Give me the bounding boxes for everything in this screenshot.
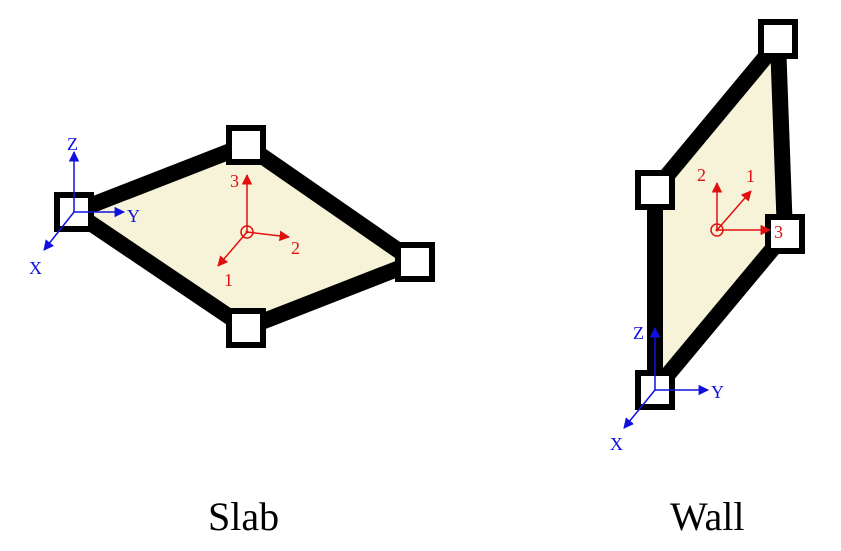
wall-global-axes: Z Y X <box>610 323 724 454</box>
wall-global-x-label: X <box>610 434 623 454</box>
slab-global-y-label: Y <box>127 206 140 226</box>
wall-panel <box>655 42 785 390</box>
wall-caption: Wall <box>670 494 745 539</box>
wall-node-left <box>635 170 675 210</box>
wall-global-x-arrow <box>623 389 656 429</box>
wall-local-1-arrow <box>716 190 752 231</box>
slab-panel <box>74 145 415 328</box>
slab-node-bottom <box>226 308 266 348</box>
slab-caption: Slab <box>208 494 279 539</box>
slab-local-2-arrow <box>246 230 291 242</box>
slab-global-axes: Z Y X <box>29 134 140 278</box>
slab-global-x-arrow <box>43 211 75 251</box>
wall-local-2-label: 2 <box>697 165 706 185</box>
wall-figure: Z Y X 2 1 3 Wall <box>610 19 805 539</box>
slab-local-2-label: 2 <box>291 238 300 258</box>
slab-node-right <box>395 242 435 282</box>
wall-local-3-label: 3 <box>774 222 783 242</box>
slab-local-1-label: 1 <box>224 270 233 290</box>
slab-local-3-label: 3 <box>230 171 239 191</box>
wall-local-1-label: 1 <box>746 166 755 186</box>
slab-local-1-arrow <box>217 231 248 267</box>
wall-local-axes: 2 1 3 <box>697 165 783 242</box>
slab-global-z-label: Z <box>67 134 78 154</box>
wall-global-y-label: Y <box>711 382 724 402</box>
wall-node-top <box>758 19 798 59</box>
slab-node-top <box>226 125 266 165</box>
slab-local-axes: 3 2 1 <box>217 171 300 290</box>
wall-local-origin-dot <box>715 228 719 232</box>
wall-global-z-label: Z <box>633 323 644 343</box>
slab-local-origin <box>240 225 254 239</box>
slab-global-x-label: X <box>29 258 42 278</box>
slab-figure: Z Y X 3 2 1 Slab <box>29 125 435 539</box>
slab-local-origin-dot <box>245 230 249 234</box>
wall-local-origin <box>710 223 724 237</box>
